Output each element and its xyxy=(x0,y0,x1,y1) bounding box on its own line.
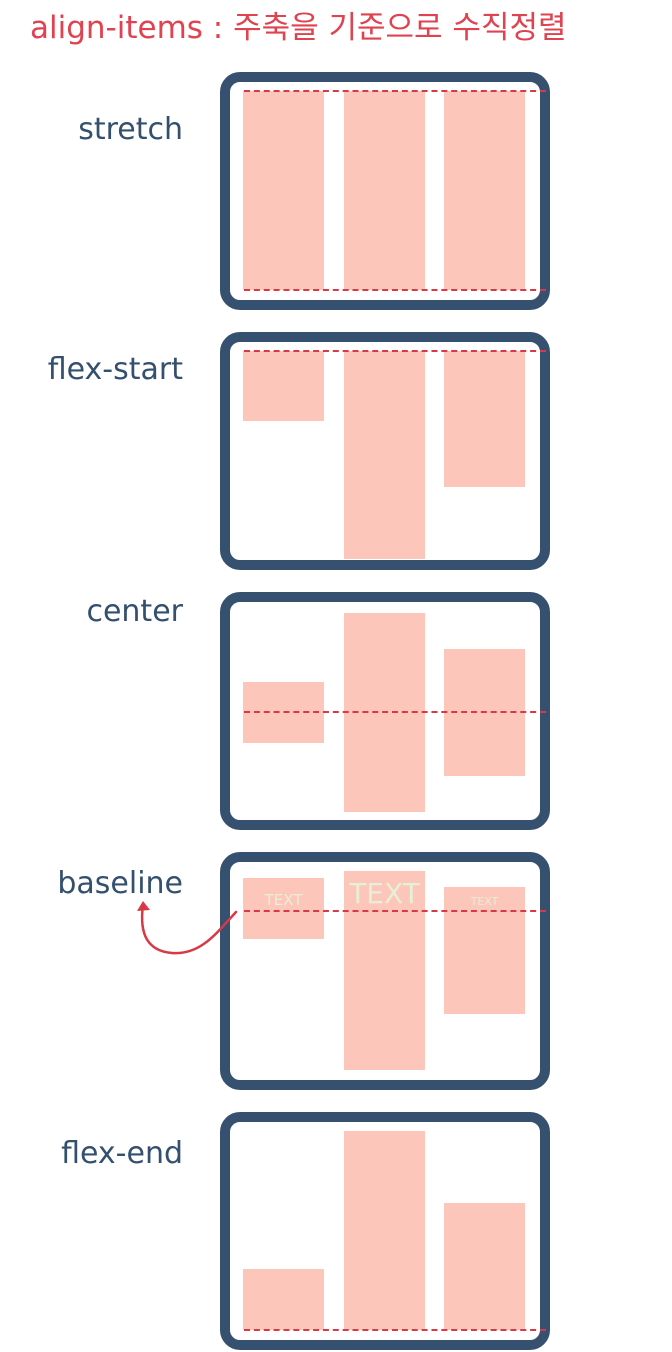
guide-line-start xyxy=(244,350,546,352)
label-center: center xyxy=(86,594,183,629)
item-text-large: TEXT xyxy=(349,877,420,910)
container-center xyxy=(220,592,550,830)
container-baseline: TEXT TEXT TEXT xyxy=(220,852,550,1090)
container-flex-end xyxy=(220,1112,550,1350)
flex-item-3 xyxy=(444,351,525,487)
container-stretch xyxy=(220,72,550,310)
flex-item-1: TEXT xyxy=(243,878,324,939)
diagram-title: align-items : 주축을 기준으로 수직정렬 xyxy=(30,10,567,46)
guide-line-bottom xyxy=(244,289,546,291)
flex-item-3: TEXT xyxy=(444,887,525,1014)
item-text-small: TEXT xyxy=(264,891,303,909)
flex-item-3 xyxy=(444,91,525,290)
flex-item-2 xyxy=(344,1131,425,1330)
container-flex-start xyxy=(220,332,550,570)
guide-line-top xyxy=(244,90,546,92)
flex-item-1 xyxy=(243,1269,324,1330)
label-flex-start: flex-start xyxy=(47,352,183,387)
item-text-tiny: TEXT xyxy=(470,895,499,908)
guide-line-center xyxy=(244,711,546,713)
label-baseline: baseline xyxy=(57,866,183,901)
flex-item-2 xyxy=(344,351,425,559)
flex-item-3 xyxy=(444,1203,525,1330)
flex-item-2 xyxy=(344,91,425,290)
guide-line-end xyxy=(244,1329,546,1331)
flex-item-1 xyxy=(243,91,324,290)
label-flex-end: flex-end xyxy=(61,1136,183,1171)
flex-item-1 xyxy=(243,351,324,421)
flex-item-2: TEXT xyxy=(344,871,425,1070)
label-stretch: stretch xyxy=(78,112,183,147)
guide-line-baseline xyxy=(244,910,546,912)
